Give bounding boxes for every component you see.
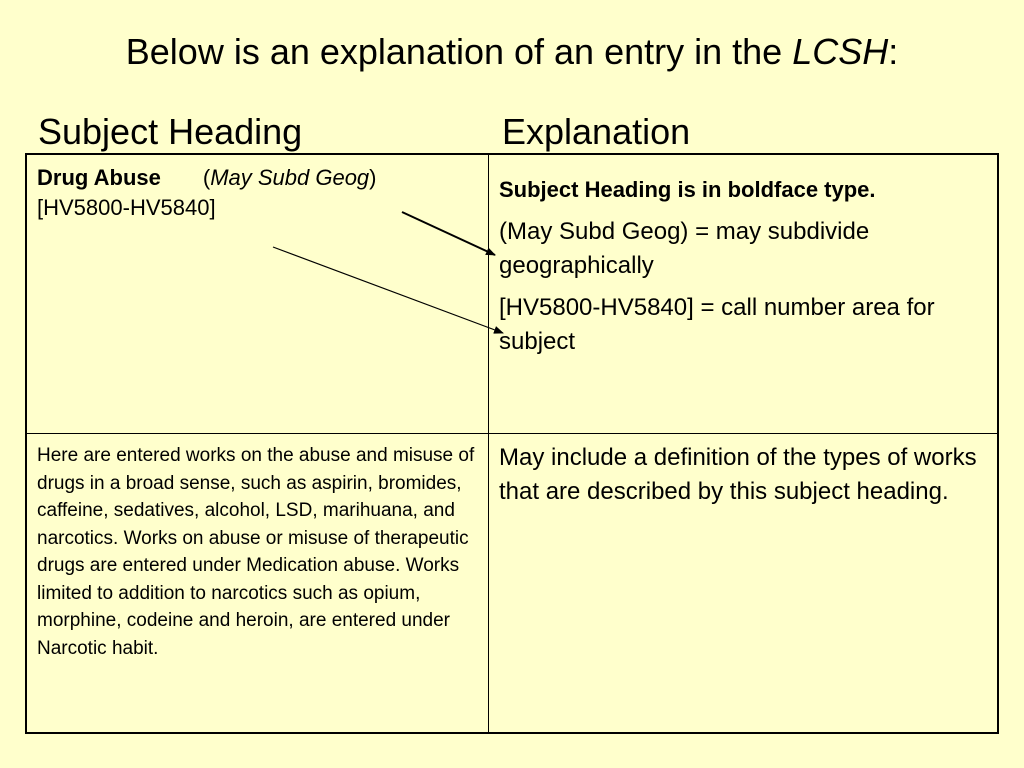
- subdivision-text: May Subd Geog: [210, 165, 370, 190]
- subdivision-close-paren: ): [369, 165, 377, 190]
- title-text: Below is an explanation of an entry in t…: [125, 31, 793, 72]
- scope-note-cell: Here are entered works on the abuse and …: [37, 445, 475, 659]
- title-colon: :: [888, 31, 899, 72]
- call-number-explanation: [HV5800-HV5840] = call number area for s…: [499, 294, 935, 355]
- slide-title: Below is an explanation of an entry in t…: [0, 30, 1024, 74]
- lcsh-entry-table: Drug Abuse (May Subd Geog) [HV5800-HV5840…: [25, 153, 999, 734]
- subdivision-open-paren: (: [202, 165, 211, 190]
- call-number-text: [HV5800-HV5840]: [37, 195, 216, 220]
- subd-geog-explanation: (May Subd Geog) = may subdivide geograph…: [499, 218, 870, 279]
- heading-explanation-cell: Subject Heading is in boldface type. (Ma…: [499, 173, 994, 359]
- subject-heading-text: Drug Abuse: [37, 165, 161, 190]
- boldface-explanation: Subject Heading is in boldface type.: [499, 177, 876, 202]
- table-column-divider: [488, 155, 489, 732]
- scope-note-explanation-cell: May include a definition of the types of…: [499, 444, 977, 505]
- subject-heading-column-header: Subject Heading: [38, 111, 303, 152]
- table-row-divider: [27, 433, 997, 434]
- title-lcsh: LCSH: [792, 31, 889, 72]
- heading-entry-cell: Drug Abuse (May Subd Geog) [HV5800-HV5840…: [37, 163, 482, 223]
- explanation-column-header: Explanation: [502, 111, 691, 152]
